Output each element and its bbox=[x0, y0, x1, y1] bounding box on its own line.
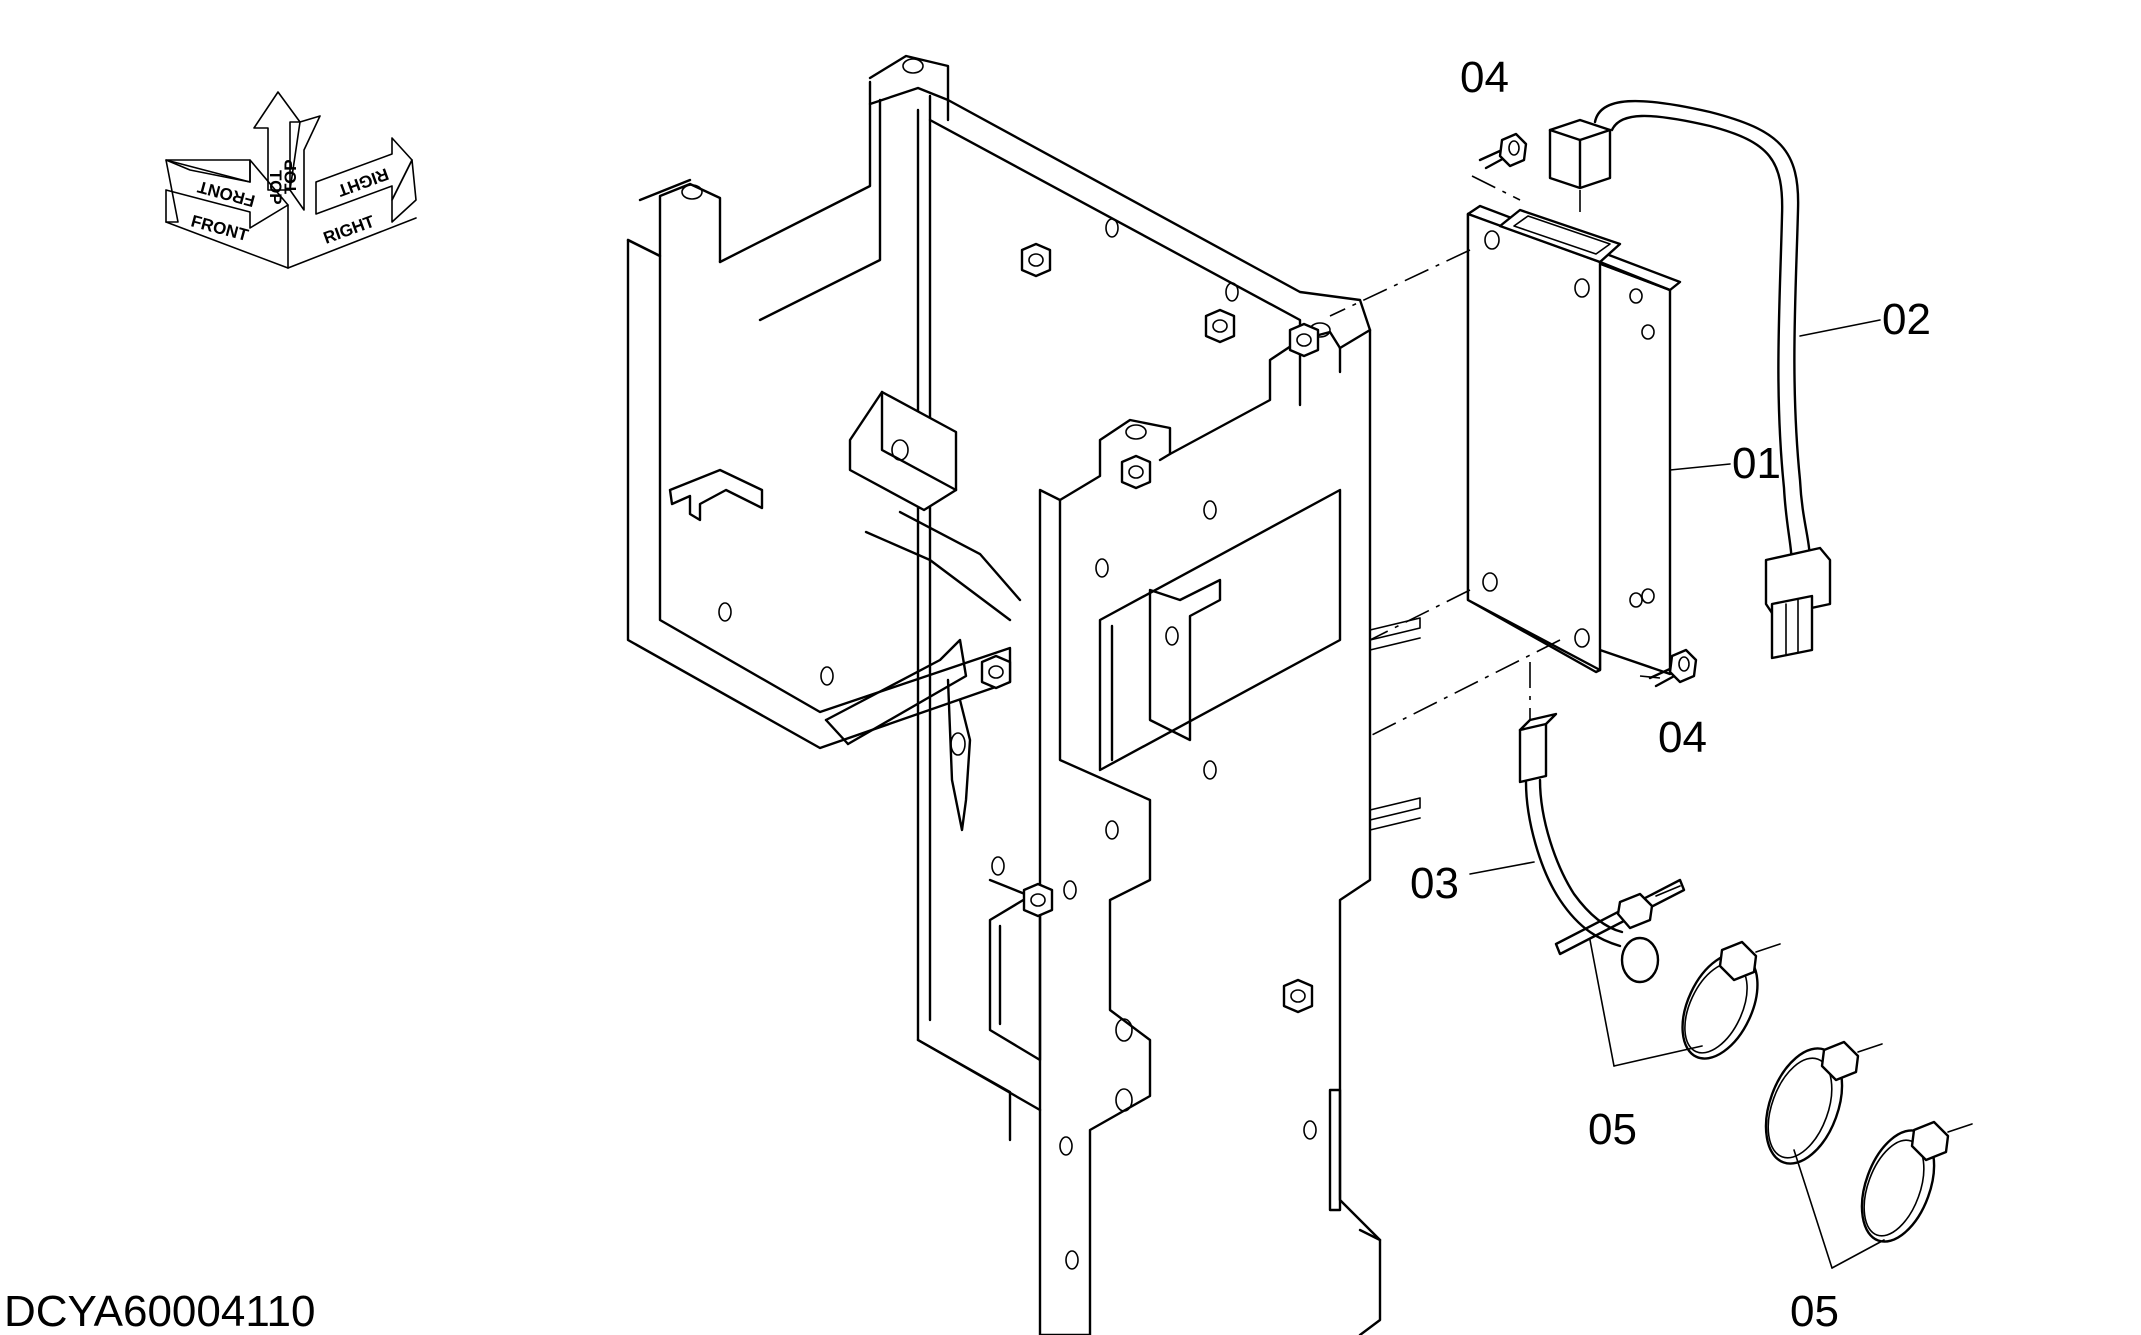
assembly-centerlines bbox=[1329, 175, 1661, 737]
part-04-screw-top bbox=[1478, 132, 1528, 170]
callout-05-lower: 05 bbox=[1790, 1287, 1839, 1335]
part-02-harness bbox=[1548, 99, 1832, 660]
frame-bracket bbox=[626, 54, 1421, 1335]
callout-05-upper: 05 bbox=[1588, 1105, 1637, 1154]
orientation-right-label-upper: RIGHT bbox=[334, 164, 391, 200]
orientation-right-label: RIGHT bbox=[321, 212, 378, 248]
part-05-cable-tie-d bbox=[1860, 1120, 1973, 1243]
callout-04-top: 04 bbox=[1460, 53, 1509, 102]
callout-02: 02 bbox=[1882, 295, 1931, 344]
part-05-cable-tie-c bbox=[1764, 1040, 1883, 1165]
part-03-sensor-cable bbox=[1518, 712, 1660, 984]
frame-studs bbox=[1369, 617, 1421, 831]
callout-01: 01 bbox=[1732, 439, 1781, 488]
callout-03: 03 bbox=[1410, 859, 1459, 908]
part-01-control-unit bbox=[1466, 204, 1682, 676]
callout-04-bottom: 04 bbox=[1658, 713, 1707, 762]
leader-lines bbox=[1469, 319, 1885, 1269]
callout-labels: 01 02 03 04 04 05 05 bbox=[1410, 53, 1931, 1335]
part-05-cable-tie-b bbox=[1681, 940, 1781, 1060]
drawing-id: DCYA60004110 bbox=[4, 1287, 315, 1335]
part-04-screw-bottom bbox=[1648, 648, 1698, 688]
frame-nuts bbox=[980, 242, 1320, 1014]
orientation-top-label-right: TOP bbox=[281, 159, 300, 194]
frame-holes bbox=[718, 218, 1317, 1270]
orientation-top-label: TOP bbox=[266, 170, 285, 205]
orientation-indicator: FRONT FRONT TOP TOP RIGHT RIGHT bbox=[165, 91, 417, 269]
orientation-front-label: FRONT bbox=[189, 212, 251, 246]
part-05-cable-tie-a bbox=[1554, 878, 1686, 956]
